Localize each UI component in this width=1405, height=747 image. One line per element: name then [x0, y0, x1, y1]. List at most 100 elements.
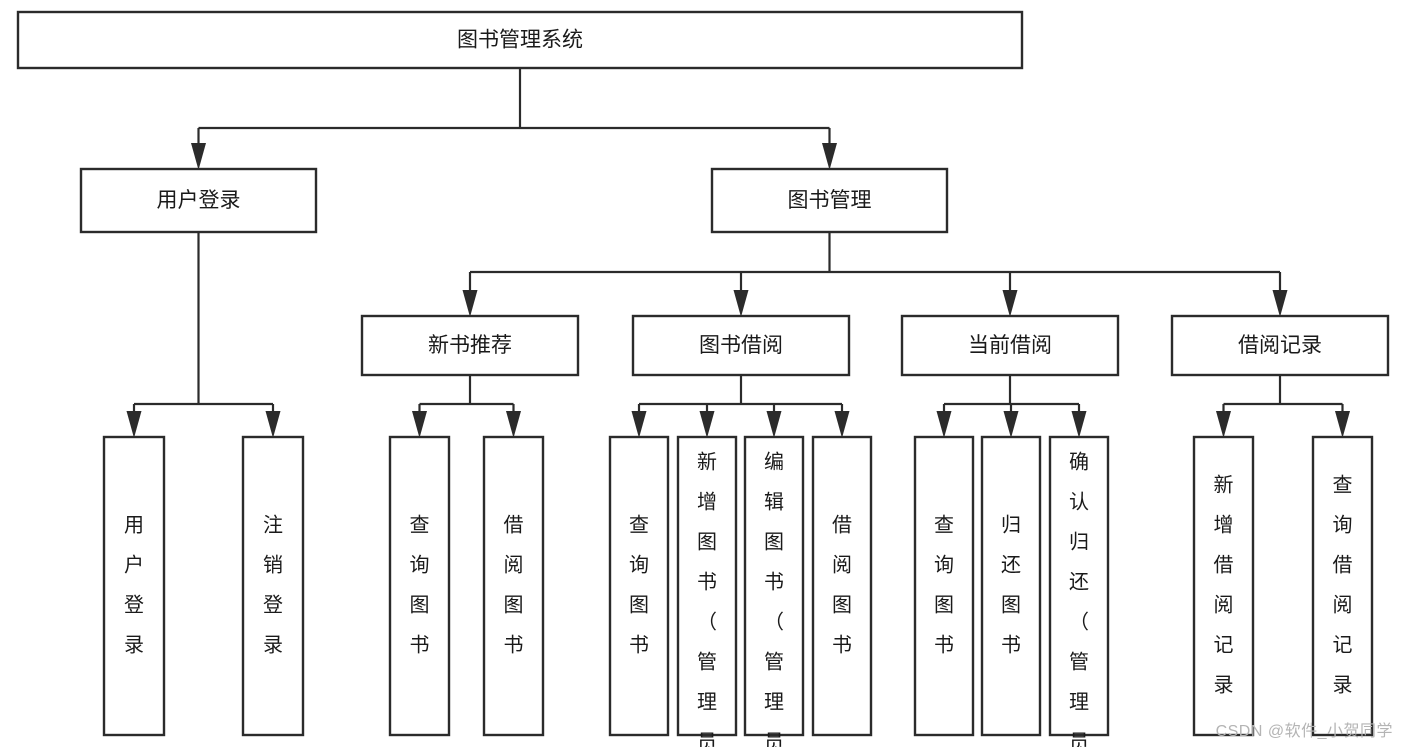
node-current-borrow[interactable]: 当前借阅	[900, 314, 1120, 377]
connector-group-borrow-record	[1216, 375, 1350, 438]
arrow-head-icon	[506, 411, 521, 438]
svg-text:阅: 阅	[1333, 593, 1353, 616]
svg-text:还: 还	[1069, 570, 1089, 593]
svg-text:登: 登	[124, 593, 144, 616]
arrow-head-icon	[412, 411, 427, 438]
node-box-leaf-return-book[interactable]	[980, 435, 1042, 737]
svg-text:图: 图	[504, 594, 524, 616]
node-box-leaf-query-book-current[interactable]	[913, 435, 975, 737]
svg-text:查: 查	[410, 513, 430, 536]
arrow-head-icon	[462, 290, 478, 317]
arrow-head-icon	[822, 143, 837, 170]
connector-group-user-login	[126, 232, 281, 438]
node-user-login[interactable]: 用户登录	[79, 167, 318, 234]
svg-text:认: 认	[1069, 490, 1089, 513]
node-box-leaf-confirm-return-admin[interactable]	[1048, 435, 1110, 737]
node-label-current-borrow: 当前借阅	[968, 334, 1052, 357]
node-box-leaf-query-book-borrow[interactable]	[608, 435, 670, 737]
node-box-user-login[interactable]	[79, 167, 318, 234]
node-box-leaf-logout[interactable]	[241, 435, 305, 737]
node-book-borrow[interactable]: 图书借阅	[631, 314, 851, 377]
node-box-leaf-add-book-admin[interactable]	[676, 435, 738, 737]
node-box-book-borrow[interactable]	[631, 314, 851, 377]
node-borrow-record[interactable]: 借阅记录	[1170, 314, 1390, 377]
svg-text:图: 图	[1001, 594, 1021, 616]
svg-text:图: 图	[410, 594, 430, 616]
node-box-leaf-edit-book-admin[interactable]	[743, 435, 805, 737]
svg-text:记: 记	[1214, 633, 1234, 656]
node-box-new-book-recommend[interactable]	[360, 314, 580, 377]
svg-text:书: 书	[504, 633, 524, 656]
node-box-book-management[interactable]	[710, 167, 949, 234]
node-box-leaf-query-record[interactable]	[1311, 435, 1374, 737]
node-leaf-user-login[interactable]: 用户登录	[102, 435, 166, 737]
svg-text:书: 书	[934, 633, 954, 656]
svg-text:新: 新	[1214, 473, 1234, 496]
arrow-head-icon	[699, 411, 715, 438]
svg-text:录: 录	[124, 634, 144, 656]
svg-text:录: 录	[1214, 674, 1234, 696]
svg-text:销: 销	[263, 553, 283, 576]
connector-group-new-book-recommend	[412, 375, 521, 438]
arrow-head-icon	[1071, 411, 1087, 438]
svg-text:图: 图	[934, 594, 954, 616]
node-label-new-book-recommend: 新书推荐	[428, 334, 512, 357]
connector-group-root	[191, 68, 837, 170]
svg-text:借: 借	[832, 513, 852, 536]
svg-text:询: 询	[629, 553, 649, 576]
node-box-leaf-borrow-book-new[interactable]	[482, 435, 545, 737]
svg-text:书: 书	[697, 570, 717, 593]
node-label-user-login: 用户登录	[157, 189, 241, 212]
arrow-head-icon	[126, 411, 142, 438]
node-label-book-borrow: 图书借阅	[699, 334, 783, 357]
svg-text:（: （	[697, 610, 717, 633]
node-box-leaf-user-login[interactable]	[102, 435, 166, 737]
node-label-root: 图书管理系统	[457, 29, 583, 52]
arrow-head-icon	[1216, 411, 1231, 438]
node-box-leaf-borrow-book[interactable]	[811, 435, 873, 737]
svg-text:员: 员	[1069, 731, 1089, 747]
arrow-head-icon	[631, 411, 647, 438]
svg-text:查: 查	[934, 513, 954, 536]
node-book-management[interactable]: 图书管理	[710, 167, 949, 234]
node-box-leaf-query-book-new[interactable]	[388, 435, 451, 737]
node-box-borrow-record[interactable]	[1170, 314, 1390, 377]
arrow-head-icon	[191, 143, 206, 170]
node-box-current-borrow[interactable]	[900, 314, 1120, 377]
svg-text:管: 管	[697, 650, 717, 673]
svg-text:书: 书	[1001, 633, 1021, 656]
node-layer: 图书管理系统用户登录图书管理新书推荐图书借阅当前借阅借阅记录用户登录注销登录查询…	[16, 10, 1390, 747]
svg-text:增: 增	[697, 490, 717, 513]
node-box-root[interactable]	[16, 10, 1024, 70]
svg-text:户: 户	[124, 553, 144, 576]
node-root[interactable]: 图书管理系统	[16, 10, 1024, 70]
svg-text:编: 编	[764, 450, 784, 473]
node-box-leaf-add-record[interactable]	[1192, 435, 1255, 737]
svg-text:（: （	[1069, 610, 1089, 633]
node-new-book-recommend[interactable]: 新书推荐	[360, 314, 580, 377]
svg-text:理: 理	[697, 691, 717, 713]
svg-text:增: 增	[1214, 513, 1234, 536]
